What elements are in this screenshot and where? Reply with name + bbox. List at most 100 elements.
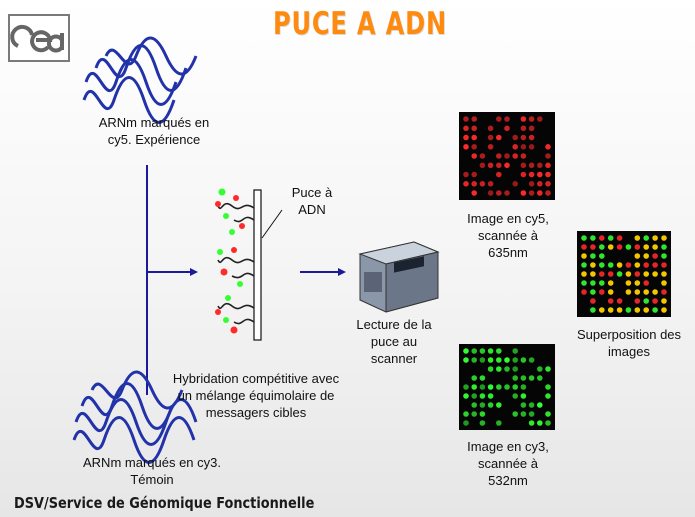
array-spot — [479, 181, 486, 187]
array-spot — [625, 244, 632, 250]
array-spot — [581, 244, 587, 250]
array-spot — [545, 384, 551, 390]
array-spot — [479, 384, 486, 390]
array-spot — [634, 271, 641, 277]
array-spot — [661, 307, 667, 313]
array-spot — [634, 280, 641, 286]
array-spot — [528, 171, 535, 178]
chip-overlay-spots — [581, 235, 667, 313]
array-spot — [479, 420, 486, 426]
array-spot — [643, 253, 649, 259]
array-spot — [471, 411, 477, 417]
array-spot — [463, 348, 469, 354]
array-spot — [607, 307, 614, 313]
array-spot — [545, 153, 551, 159]
chip-image-cy5 — [459, 112, 555, 200]
array-spot — [512, 348, 518, 354]
array-spot — [487, 384, 494, 390]
array-spot — [487, 125, 494, 132]
array-spot — [537, 171, 543, 178]
array-spot — [599, 244, 605, 250]
array-spot — [504, 153, 510, 159]
array-spot — [528, 116, 535, 122]
array-spot — [496, 402, 502, 408]
array-spot — [590, 253, 596, 259]
array-spot — [487, 144, 494, 150]
array-spot — [661, 280, 667, 286]
array-spot — [512, 375, 518, 381]
array-spot — [479, 375, 486, 381]
array-spot — [479, 402, 486, 408]
array-spot — [537, 162, 543, 169]
array-spot — [599, 280, 605, 286]
array-spot — [625, 262, 632, 268]
array-spot — [590, 307, 596, 313]
array-spot — [487, 402, 494, 408]
array-spot — [504, 125, 510, 132]
array-spot — [520, 402, 527, 408]
array-spot — [528, 420, 535, 426]
array-spot — [607, 280, 614, 286]
array-spot — [625, 271, 632, 277]
array-spot — [471, 393, 477, 399]
array-spot — [479, 153, 486, 159]
array-spot — [528, 134, 535, 141]
array-spot — [607, 271, 614, 277]
array-spot — [471, 357, 477, 363]
arrow-to-chip-icon — [190, 268, 198, 276]
array-spot — [471, 190, 477, 196]
array-spot — [634, 235, 641, 241]
array-spot — [661, 289, 667, 295]
array-spot — [537, 402, 543, 408]
array-spot — [520, 375, 527, 381]
arrow-to-scanner-icon — [338, 268, 346, 276]
array-spot — [545, 190, 551, 196]
array-spot — [504, 384, 510, 390]
array-spot — [463, 125, 469, 132]
array-spot — [616, 244, 623, 250]
chip-image-cy3 — [459, 344, 555, 430]
array-spot — [616, 298, 623, 304]
array-spot — [599, 307, 605, 313]
array-spot — [528, 162, 535, 169]
array-spot — [634, 289, 641, 295]
array-spot — [463, 181, 469, 187]
array-spot — [634, 253, 641, 259]
array-spot — [520, 116, 527, 122]
array-spot — [581, 271, 587, 277]
array-spot — [643, 289, 649, 295]
array-spot — [512, 181, 518, 187]
array-spot — [590, 289, 596, 295]
array-spot — [512, 357, 518, 363]
array-spot — [545, 366, 551, 372]
array-spot — [652, 235, 658, 241]
array-spot — [463, 116, 469, 122]
array-spot — [504, 366, 510, 372]
array-spot — [616, 262, 623, 268]
array-spot — [496, 153, 502, 159]
array-spot — [607, 262, 614, 268]
array-spot — [661, 271, 667, 277]
cea-logo — [8, 14, 70, 62]
array-spot — [537, 190, 543, 196]
array-spot — [463, 357, 469, 363]
array-spot — [634, 298, 641, 304]
array-spot — [496, 116, 502, 122]
array-spot — [463, 144, 469, 150]
array-spot — [520, 190, 527, 196]
array-spot — [520, 134, 527, 141]
array-spot — [581, 262, 587, 268]
array-spot — [487, 190, 494, 196]
array-spot — [590, 262, 596, 268]
array-spot — [661, 244, 667, 250]
array-spot — [545, 162, 551, 169]
array-spot — [487, 357, 494, 363]
array-spot — [625, 280, 632, 286]
rna-strand-cy3-icon — [72, 370, 198, 464]
array-spot — [528, 357, 535, 363]
array-spot — [590, 244, 596, 250]
array-spot — [487, 366, 494, 372]
